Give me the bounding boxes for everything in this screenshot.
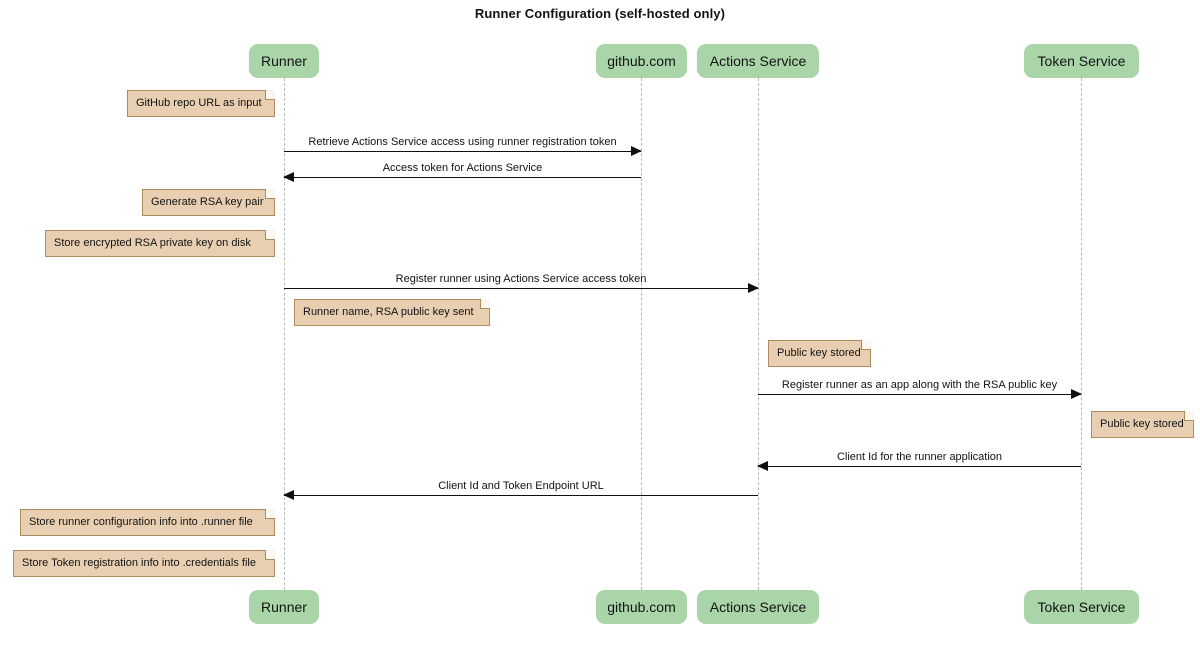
message-label: Client Id and Token Endpoint URL: [438, 480, 604, 492]
note[interactable]: Store Token registration info into .cred…: [13, 550, 275, 577]
participant-label: Runner: [261, 599, 307, 615]
note[interactable]: Public key stored: [768, 340, 871, 367]
participant-token-bottom[interactable]: Token Service: [1024, 590, 1139, 624]
note-fold-corner-icon: [265, 230, 275, 240]
arrowhead-icon: [1071, 389, 1082, 399]
lifeline-actions: [758, 78, 759, 590]
message-actions-to-runner[interactable]: Client Id and Token Endpoint URL: [283, 480, 758, 500]
message-label: Register runner using Actions Service ac…: [395, 273, 647, 285]
note-fold-corner-icon: [265, 550, 275, 560]
lifeline-runner: [284, 78, 285, 590]
participant-label: github.com: [607, 53, 676, 69]
message-label: Register runner as an app along with the…: [781, 379, 1058, 391]
message-line: [284, 177, 641, 178]
participant-label: Token Service: [1037, 53, 1126, 69]
message-label: Client Id for the runner application: [836, 451, 1003, 463]
participant-runner-top[interactable]: Runner: [249, 44, 319, 78]
note[interactable]: Runner name, RSA public key sent: [294, 299, 490, 326]
participant-actions-top[interactable]: Actions Service: [697, 44, 819, 78]
arrowhead-icon: [748, 283, 759, 293]
note-text: Store encrypted RSA private key on disk: [54, 237, 251, 249]
message-runner-to-github[interactable]: Retrieve Actions Service access using ru…: [284, 136, 642, 156]
note[interactable]: Public key stored: [1091, 411, 1194, 438]
participant-github-top[interactable]: github.com: [596, 44, 687, 78]
arrowhead-icon: [283, 172, 294, 182]
participant-label: Actions Service: [709, 53, 807, 69]
note-fold-corner-icon: [1184, 411, 1194, 421]
message-token-to-actions[interactable]: Client Id for the runner application: [757, 451, 1081, 471]
arrowhead-icon: [757, 461, 768, 471]
note[interactable]: Store encrypted RSA private key on disk: [45, 230, 275, 257]
note-text: Public key stored: [1100, 418, 1184, 430]
diagram-title: Runner Configuration (self-hosted only): [474, 6, 726, 21]
message-line: [758, 466, 1081, 467]
message-line: [758, 394, 1081, 395]
message-label: Access token for Actions Service: [382, 162, 543, 174]
message-line: [284, 288, 758, 289]
participant-label: Actions Service: [709, 599, 807, 615]
note-text: Generate RSA key pair: [151, 196, 264, 208]
participant-label: Token Service: [1037, 599, 1126, 615]
note-fold-corner-icon: [265, 509, 275, 519]
note-text: Store runner configuration info into .ru…: [29, 516, 253, 528]
lifeline-github: [641, 78, 642, 590]
message-github-to-runner[interactable]: Access token for Actions Service: [283, 162, 641, 182]
participant-actions-bottom[interactable]: Actions Service: [697, 590, 819, 624]
note-text: Runner name, RSA public key sent: [303, 306, 474, 318]
arrowhead-icon: [283, 490, 294, 500]
participant-runner-bottom[interactable]: Runner: [249, 590, 319, 624]
note-fold-corner-icon: [265, 90, 275, 100]
message-label: Retrieve Actions Service access using ru…: [308, 136, 617, 148]
note[interactable]: Generate RSA key pair: [142, 189, 275, 216]
note-fold-corner-icon: [861, 340, 871, 350]
note-text: Store Token registration info into .cred…: [22, 557, 256, 569]
note-text: GitHub repo URL as input: [136, 97, 262, 109]
participant-label: Runner: [261, 53, 307, 69]
arrowhead-icon: [631, 146, 642, 156]
message-line: [284, 495, 758, 496]
note[interactable]: Store runner configuration info into .ru…: [20, 509, 275, 536]
note-text: Public key stored: [777, 347, 861, 359]
note-fold-corner-icon: [480, 299, 490, 309]
note-fold-corner-icon: [265, 189, 275, 199]
message-actions-to-token[interactable]: Register runner as an app along with the…: [758, 379, 1082, 399]
note[interactable]: GitHub repo URL as input: [127, 90, 275, 117]
participant-label: github.com: [607, 599, 676, 615]
participant-github-bottom[interactable]: github.com: [596, 590, 687, 624]
message-runner-to-actions[interactable]: Register runner using Actions Service ac…: [284, 273, 759, 293]
message-line: [284, 151, 641, 152]
participant-token-top[interactable]: Token Service: [1024, 44, 1139, 78]
lifeline-token: [1081, 78, 1082, 590]
